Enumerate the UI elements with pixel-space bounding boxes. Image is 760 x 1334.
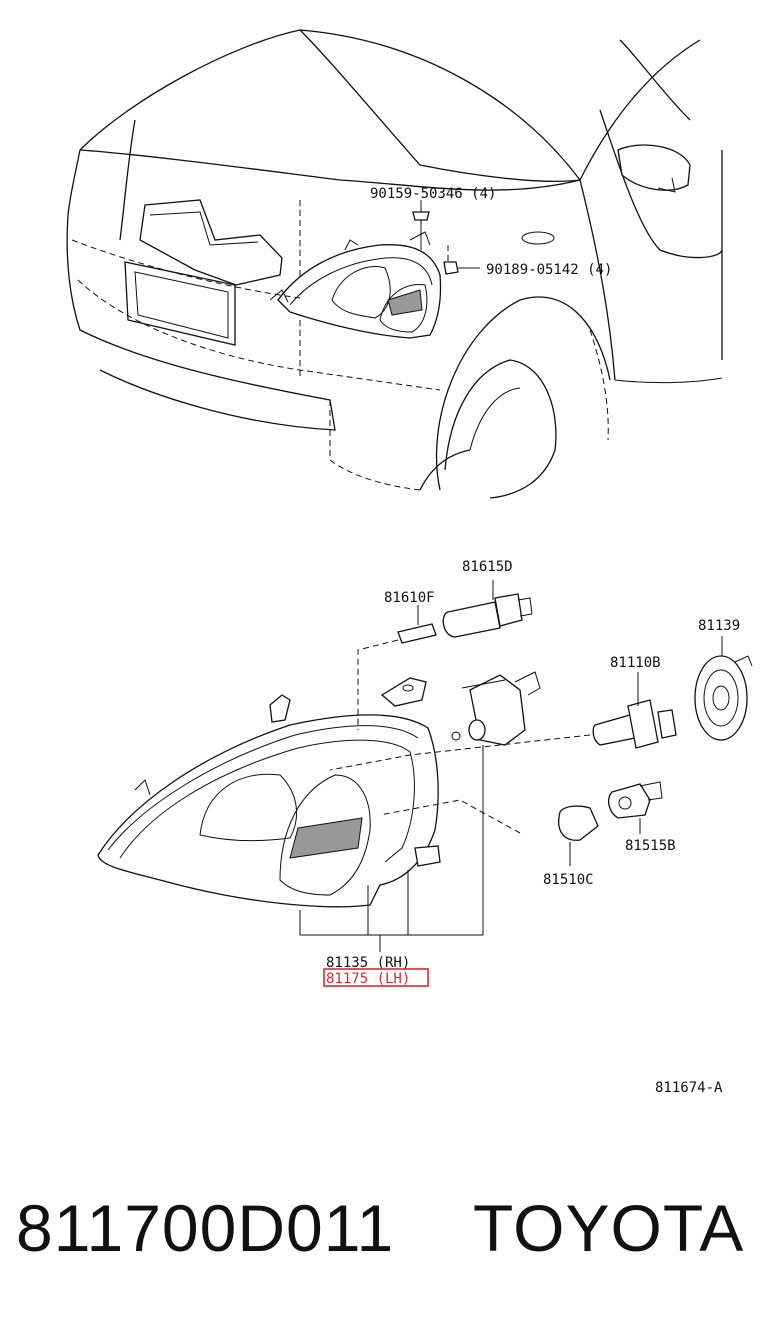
label-unit-rh: 81135 (RH) bbox=[326, 955, 410, 971]
label-bulb-b: 81110B bbox=[610, 655, 661, 671]
footer: 811700D011 TOYOTA bbox=[0, 1190, 760, 1280]
car-front-illustration bbox=[66, 29, 723, 499]
label-bulb-c: 81510C bbox=[543, 872, 594, 888]
reference-code: 811674-A bbox=[655, 1080, 723, 1096]
label-cap: 81139 bbox=[698, 618, 740, 634]
label-nut: 90189-05142 (4) bbox=[486, 262, 612, 278]
brand-name: TOYOTA bbox=[473, 1191, 745, 1265]
label-bulb-f: 81610F bbox=[384, 590, 435, 606]
label-screw: 90159-50346 (4) bbox=[370, 186, 496, 202]
highlight-box bbox=[323, 968, 429, 987]
headlight-exploded-view bbox=[97, 580, 753, 952]
label-socket-d: 81615D bbox=[462, 559, 513, 575]
part-number: 811700D011 bbox=[16, 1191, 395, 1265]
label-unit-lh: 81175 (LH) bbox=[326, 971, 410, 987]
label-socket-b: 81515B bbox=[625, 838, 676, 854]
